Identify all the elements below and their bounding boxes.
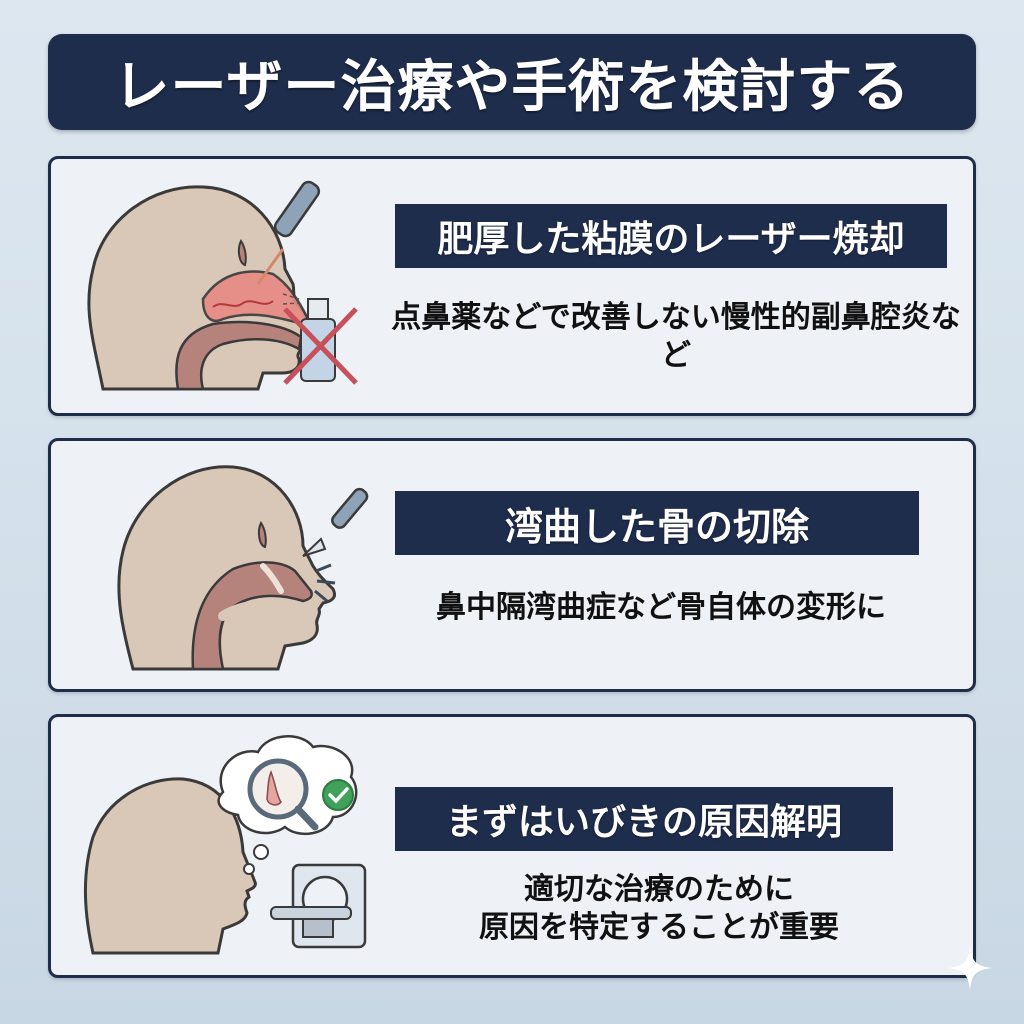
card-bone-resection: 湾曲した骨の切除 鼻中隔湾曲症など骨自体の変形に [48,438,976,692]
head-profile-icon [87,185,315,391]
card-heading: 湾曲した骨の切除 [395,491,919,555]
head-thinking-illustration [83,735,367,955]
card-description-line-2: 原因を特定することが重要 [479,909,839,945]
scalpel-icon [302,487,369,603]
head-profile-icon [83,777,257,955]
card-heading: まずはいびきの原因解明 [395,787,893,851]
card-description: 点鼻薬などで改善しない慢性的副鼻腔炎など [391,300,961,373]
nasal-spray-crossed-icon [282,293,358,385]
page-title-bar: レーザー治療や手術を検討する [48,34,976,130]
card-laser-treatment: 肥厚した粘膜のレーザー焼却 点鼻薬などで改善しない慢性的副鼻腔炎など [48,156,976,416]
laser-pen-icon [256,180,321,285]
ct-scanner-icon [270,863,367,949]
card-cause-diagnosis: まずはいびきの原因解明 適切な治療のために 原因を特定することが重要 [48,714,976,978]
card-description: 鼻中隔湾曲症など骨自体の変形に [436,590,886,625]
card-description-line-1: 適切な治療のために [524,872,794,907]
head-laser-illustration [87,180,358,391]
magnifier-nose-icon [247,758,319,831]
card-heading: 肥厚した粘膜のレーザー焼却 [395,204,947,268]
card-description: 適切な治療のために 原因を特定することが重要 [391,871,927,946]
page-title: レーザー治療や手術を検討する [113,54,911,120]
head-profile-icon [117,465,337,671]
sparkle-icon [948,946,992,990]
head-scalpel-illustration [117,465,369,671]
check-icon [322,779,354,811]
